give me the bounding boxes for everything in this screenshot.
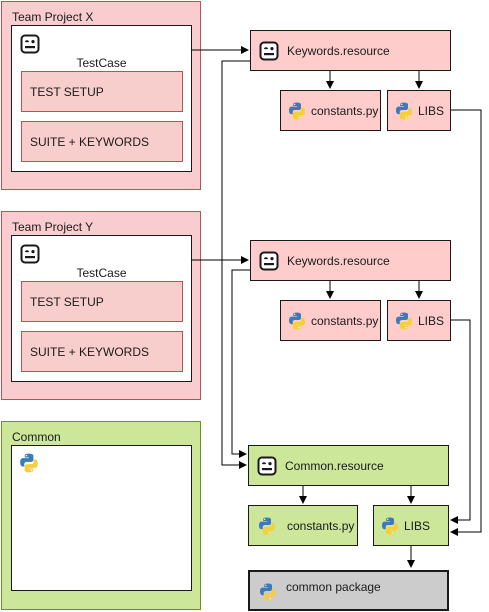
node-common-package: common package [248,570,449,611]
node-label: LIBS [404,518,431,533]
step-label: SUITE + KEYWORDS [30,134,150,149]
edge-keywords-y-to-common-resource [231,269,250,458]
group-title: Team Project X [12,10,94,24]
node-libs-common: LIBS [373,505,449,546]
node-constants-y: constants.py [280,300,381,341]
node-label: common package [286,580,381,594]
group-team-project-x: Team Project X TestCase TEST SETUP SUITE… [1,1,201,190]
common-container [11,445,192,591]
group-title: Common [12,430,61,444]
testcase-container: TestCase TEST SETUP SUITE + KEYWORDS [11,235,192,382]
node-label: Common.resource [285,458,384,473]
node-keywords-resource-x: Keywords.resource [250,30,451,71]
group-common: Common [1,421,201,610]
node-label: constants.py [311,103,379,118]
node-keywords-resource-y: Keywords.resource [250,240,451,281]
testcase-label: TestCase [76,56,127,70]
group-title: Team Project Y [12,220,94,234]
node-label: constants.py [311,313,379,328]
step-suite-keywords: SUITE + KEYWORDS [21,331,183,372]
testcase-label: TestCase [76,266,127,280]
node-label: constants.py [287,518,355,533]
node-constants-common: constants.py [248,505,358,546]
node-label: Keywords.resource [287,43,390,58]
node-libs-y: LIBS [387,300,451,341]
node-label: Keywords.resource [287,253,390,268]
step-test-setup: TEST SETUP [21,71,183,112]
step-label: TEST SETUP [30,84,104,99]
node-constants-x: constants.py [280,90,381,131]
step-label: TEST SETUP [30,294,104,309]
edge-libs-x-to-libs-common [450,109,482,536]
step-label: SUITE + KEYWORDS [30,344,150,359]
step-suite-keywords: SUITE + KEYWORDS [21,121,183,162]
node-libs-x: LIBS [387,90,451,131]
node-label: LIBS [418,313,445,328]
node-common-resource: Common.resource [248,445,449,486]
step-test-setup: TEST SETUP [21,281,183,322]
node-label: LIBS [418,103,445,118]
edge-libs-y-to-libs-common [450,319,471,524]
group-team-project-y: Team Project Y TestCase TEST SETUP SUITE… [1,211,201,400]
edge-keywords-x-to-common-resource [221,60,250,469]
testcase-container: TestCase TEST SETUP SUITE + KEYWORDS [11,25,192,172]
